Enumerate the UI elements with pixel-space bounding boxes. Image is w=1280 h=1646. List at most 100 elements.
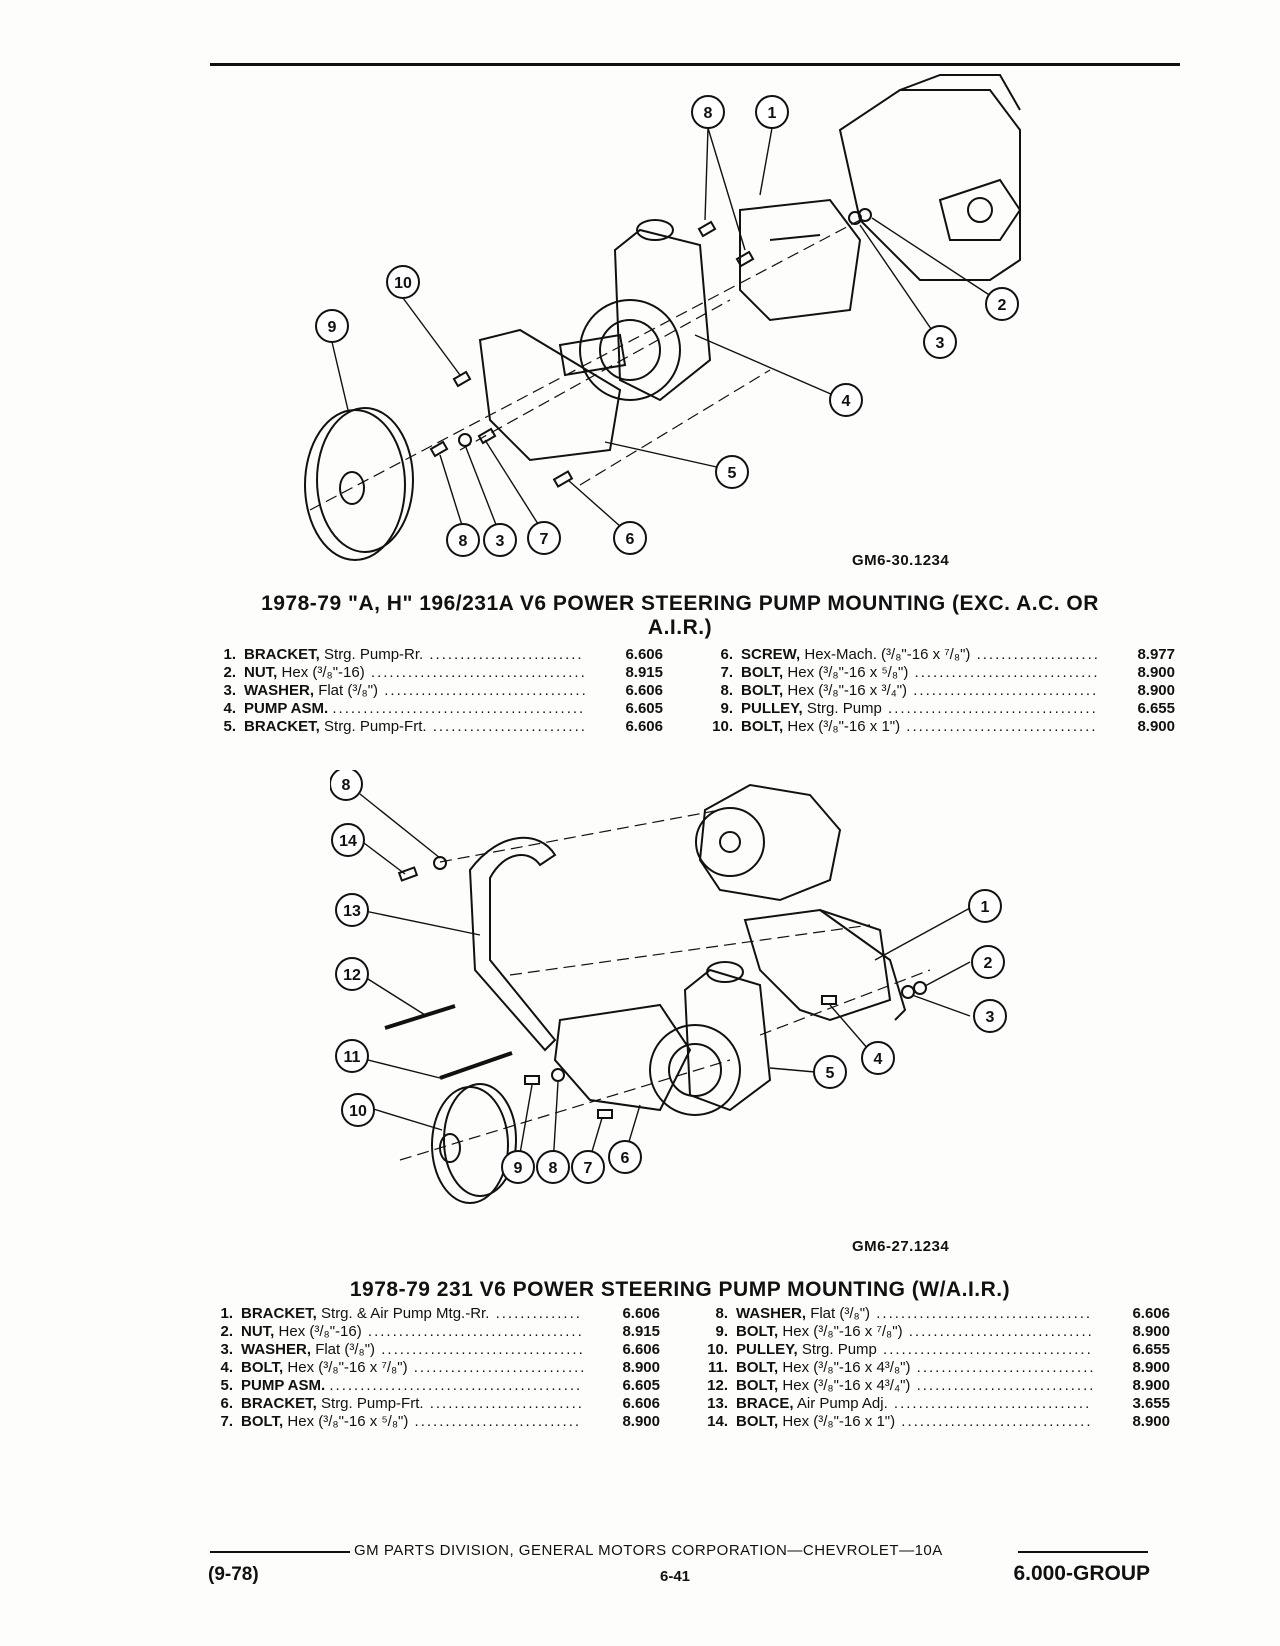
figure2-parts-right: 8.WASHER, Flat (³/₈") ..................…	[700, 1305, 1170, 1431]
part-description: BOLT, Hex (³/₈"-16 x ⁷/₈") .............…	[241, 1359, 586, 1377]
footer-rule-left	[210, 1551, 350, 1553]
part-description: BOLT, Hex (³/₈"-16 x ³/₄") .............…	[741, 682, 1098, 700]
part-group-number: 8.900	[622, 1413, 660, 1430]
part-name: BRACKET,	[244, 718, 320, 735]
part-description: BOLT, Hex (³/₈"-16 x ⁵/₈") .............…	[741, 664, 1100, 682]
part-group-number: 8.900	[1137, 682, 1175, 699]
footer-date: (9-78)	[208, 1564, 259, 1585]
part-group-number: 8.900	[1132, 1377, 1170, 1394]
figure2-title: 1978-79 231 V6 POWER STEERING PUMP MOUNT…	[349, 1278, 1011, 1301]
leader-dots: ...................................	[361, 1323, 584, 1340]
leader-dots: .........................	[423, 1395, 584, 1412]
figure2-code: GM6-27.1234	[852, 1238, 950, 1255]
leader-dots: ................................	[887, 1395, 1092, 1412]
figure1-title-line2: A.I.R.)	[647, 616, 713, 639]
figure1-title-line1: 1978-79 "A, H" 196/231A V6 POWER STEERIN…	[261, 592, 1099, 615]
figure1-diagram: 8 1 10 9 2 3 4 5 8 3 7 6	[304, 74, 1022, 561]
part-group-number: 8.900	[1137, 718, 1175, 735]
part-number: 3.	[223, 682, 236, 699]
figure1-parts-right: 6.SCREW, Hex-Mach. (³/₈"-16 x ⁷/₈") ....…	[705, 646, 1175, 736]
leader-dots: ...................................	[364, 664, 587, 681]
part-name: WASHER,	[736, 1305, 807, 1322]
parts-list-item: 10.BOLT, Hex (³/₈"-16 x 1") ............…	[705, 718, 1175, 736]
part-number: 2.	[223, 664, 236, 681]
parts-list-item: 12.BOLT, Hex (³/₈"-16 x 4³/₄") .........…	[700, 1377, 1170, 1395]
part-description: BRACKET, Strg. Pump-Frt. ...............…	[244, 718, 587, 736]
washer-8-top	[433, 856, 447, 870]
part-name: BOLT,	[741, 718, 784, 735]
parts-list-item: 8.BOLT, Hex (³/₈"-16 x ³/₄") ...........…	[705, 682, 1175, 700]
leader-dots: ..............	[489, 1305, 582, 1322]
pulley-rim	[443, 1083, 517, 1197]
parts-list-item: 9.BOLT, Hex (³/₈"-16 x ⁷/₈") ...........…	[700, 1323, 1170, 1341]
bolt-9	[524, 1075, 540, 1085]
leader-dots: ..................................	[881, 700, 1098, 717]
part-number: 7.	[720, 664, 733, 681]
parts-list-item: 7. BOLT, Hex (³/₈"-16 x ⁵/₈") ...........…	[705, 664, 1175, 682]
part-number: 6.	[720, 646, 733, 663]
part-detail: Strg. Pump-Frt.	[321, 1395, 424, 1412]
part-name: NUT,	[244, 664, 278, 681]
part-detail: Hex (³/₈"-16 x 1")	[787, 718, 901, 735]
bolt-4	[821, 995, 837, 1005]
part-number: 4.	[220, 1359, 233, 1376]
part-detail: Strg. Pump	[801, 1341, 877, 1358]
callout-7: 7	[584, 1160, 593, 1177]
part-description: PUMP ASM. ..............................…	[244, 700, 585, 718]
pulley-hub	[439, 1133, 461, 1163]
callout-10: 10	[394, 275, 412, 292]
part-name: WASHER,	[241, 1341, 312, 1358]
part-detail: Hex (³/₈"-16 x 1")	[782, 1413, 896, 1430]
part-number: 13.	[707, 1395, 728, 1412]
part-group-number: 8.900	[1132, 1359, 1170, 1376]
leader-dots: ..............................	[907, 682, 1099, 699]
bolt-8-top	[697, 220, 717, 238]
part-name: WASHER,	[244, 682, 315, 699]
parts-list-item: 2.NUT, Hex (³/₈"-16) ...................…	[205, 1323, 660, 1341]
pump-reservoir	[613, 228, 712, 402]
align-line-2	[509, 924, 871, 976]
engine-valve-cover	[899, 74, 1021, 111]
part-detail: Strg. Pump	[806, 700, 882, 717]
bolt-11	[439, 1051, 513, 1080]
pump-shaft	[558, 333, 627, 377]
leader-dots: .............................	[910, 1377, 1096, 1394]
reservoir-cap	[706, 961, 744, 983]
air-pump-hub	[719, 831, 741, 853]
part-description: PULLEY, Strg. Pump .....................…	[741, 700, 1098, 718]
front-bracket	[478, 328, 622, 462]
part-name: BRACKET,	[244, 646, 320, 663]
top-rule	[210, 63, 1180, 66]
part-detail: Flat (³/₈")	[810, 1305, 871, 1322]
part-detail: Hex (³/₈"-16 x ³/₄")	[787, 682, 908, 699]
engine-block-outline	[838, 89, 1021, 281]
part-group-number: 6.606	[625, 718, 663, 735]
align-line-2	[459, 299, 731, 451]
parts-list-item: 6.BRACKET, Strg. Pump-Frt. .............…	[205, 1395, 660, 1413]
footer-page-number: 6-41	[660, 1568, 691, 1585]
pulley-outer	[304, 409, 406, 561]
part-number: 5.	[220, 1377, 233, 1394]
parts-list-item: 6.SCREW, Hex-Mach. (³/₈"-16 x ⁷/₈") ....…	[705, 646, 1175, 664]
part-name: PUMP ASM.	[244, 700, 329, 717]
parts-list-item: 14.BOLT, Hex (³/₈"-16 x 1") ............…	[700, 1413, 1170, 1431]
part-number: 1.	[220, 1305, 233, 1322]
part-description: BRACKET, Strg. Pump-Rr. ................…	[244, 646, 584, 664]
bolt-7	[477, 427, 497, 445]
parts-list-item: 13.BRACE, Air Pump Adj. ................…	[700, 1395, 1170, 1413]
part-group-number: 6.605	[625, 700, 663, 717]
parts-list-item: 10.PULLEY, Strg. Pump ..................…	[700, 1341, 1170, 1359]
leader-dots: ...............................	[900, 718, 1098, 735]
screw-6	[552, 470, 574, 488]
part-group-number: 8.900	[1132, 1323, 1170, 1340]
part-name: BOLT,	[741, 664, 784, 681]
bolt-10	[452, 370, 472, 388]
part-name: BOLT,	[736, 1323, 779, 1340]
engine-boss	[967, 197, 993, 223]
part-description: BOLT, Hex (³/₈"-16 x ⁵/₈") .............…	[241, 1413, 581, 1431]
part-description: PUMP ASM. ..............................…	[241, 1377, 582, 1395]
air-pump-body	[698, 783, 842, 902]
callout-14: 14	[339, 833, 357, 850]
part-description: WASHER, Flat (³/₈") ....................…	[244, 682, 588, 700]
callout-3: 3	[936, 335, 945, 352]
